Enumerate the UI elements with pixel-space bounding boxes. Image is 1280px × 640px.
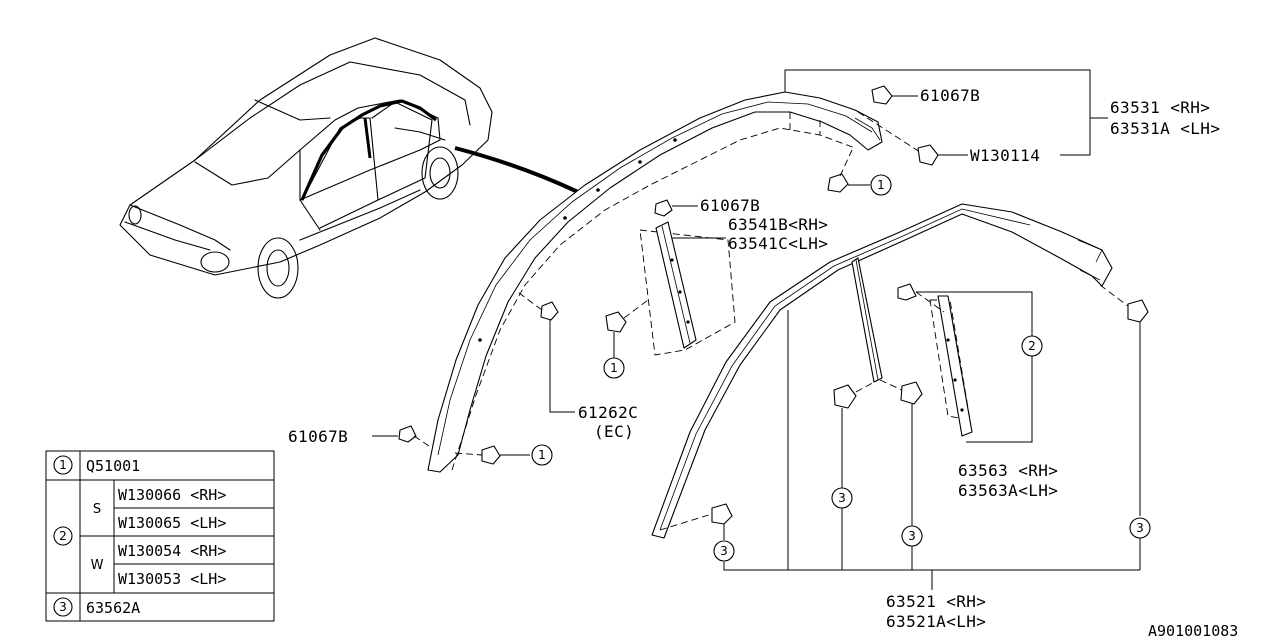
label-63521-rh: 63521 <RH> bbox=[886, 592, 986, 611]
label-63521a-lh: 63521A<LH> bbox=[886, 612, 986, 631]
legend-w130065-lh: W130065 <LH> bbox=[118, 514, 226, 532]
ref-circle-1-pillar: 1 bbox=[610, 361, 618, 375]
label-63541b-rh: 63541B<RH> bbox=[728, 215, 828, 234]
ref-circle-1-top: 1 bbox=[877, 178, 885, 192]
legend-w130054-rh: W130054 <RH> bbox=[118, 542, 226, 560]
roof-molding bbox=[427, 91, 883, 473]
label-61067b-mid: 61067B bbox=[700, 196, 760, 215]
clip-ref1-bottom bbox=[454, 444, 553, 466]
trim-63563 bbox=[897, 283, 1043, 443]
ref-circle-1-bottom: 1 bbox=[538, 448, 546, 462]
clips-ref3 bbox=[659, 284, 1151, 590]
clip-61067b-mid bbox=[654, 199, 698, 217]
ref-circle-3-b: 3 bbox=[908, 529, 916, 543]
ref-circle-3-c: 3 bbox=[1136, 521, 1144, 535]
ref-circle-2: 2 bbox=[1028, 339, 1036, 353]
legend-ref-2: 2 bbox=[59, 529, 67, 543]
legend-w130066-rh: W130066 <RH> bbox=[118, 486, 226, 504]
label-63531a-lh: 63531A <LH> bbox=[1110, 119, 1220, 138]
ref-circle-3-d: 3 bbox=[720, 544, 728, 558]
label-61262c: 61262C bbox=[578, 403, 638, 422]
clip-ref1-pillar bbox=[603, 299, 649, 379]
clip-ref1-top bbox=[827, 149, 892, 196]
legend-type-w: W bbox=[91, 558, 104, 573]
label-61067b-left: 61067B bbox=[288, 427, 348, 446]
label-63531-rh: 63531 <RH> bbox=[1110, 98, 1210, 117]
label-w130114: W130114 bbox=[970, 146, 1040, 165]
label-63541c-lh: 63541C<LH> bbox=[728, 234, 828, 253]
legend-ref-3: 3 bbox=[59, 600, 67, 614]
screw-w130114 bbox=[857, 111, 968, 166]
diagram-reference-number: A901001083 bbox=[1148, 622, 1238, 640]
car-illustration bbox=[119, 37, 579, 299]
label-61262c-ec: (EC) bbox=[594, 422, 634, 441]
bracket-63531 bbox=[784, 69, 1108, 156]
legend-part-q51001: Q51001 bbox=[86, 457, 140, 475]
clip-61067b-left bbox=[372, 425, 433, 449]
label-61067b-top: 61067B bbox=[920, 86, 980, 105]
ref-circle-3-a: 3 bbox=[838, 491, 846, 505]
legend-table bbox=[45, 450, 275, 622]
label-63563a-lh: 63563A<LH> bbox=[958, 481, 1058, 500]
legend-part-63562a: 63562A bbox=[86, 599, 140, 617]
pillar-molding bbox=[639, 221, 736, 356]
legend-w130053-lh: W130053 <LH> bbox=[118, 570, 226, 588]
label-63563-rh: 63563 <RH> bbox=[958, 461, 1058, 480]
inner-pillar-strip bbox=[851, 257, 883, 383]
clip-61067b-top bbox=[871, 85, 918, 105]
grommet-61262c bbox=[514, 289, 575, 413]
legend-type-s: S bbox=[93, 502, 101, 517]
legend-ref-1: 1 bbox=[59, 458, 67, 472]
